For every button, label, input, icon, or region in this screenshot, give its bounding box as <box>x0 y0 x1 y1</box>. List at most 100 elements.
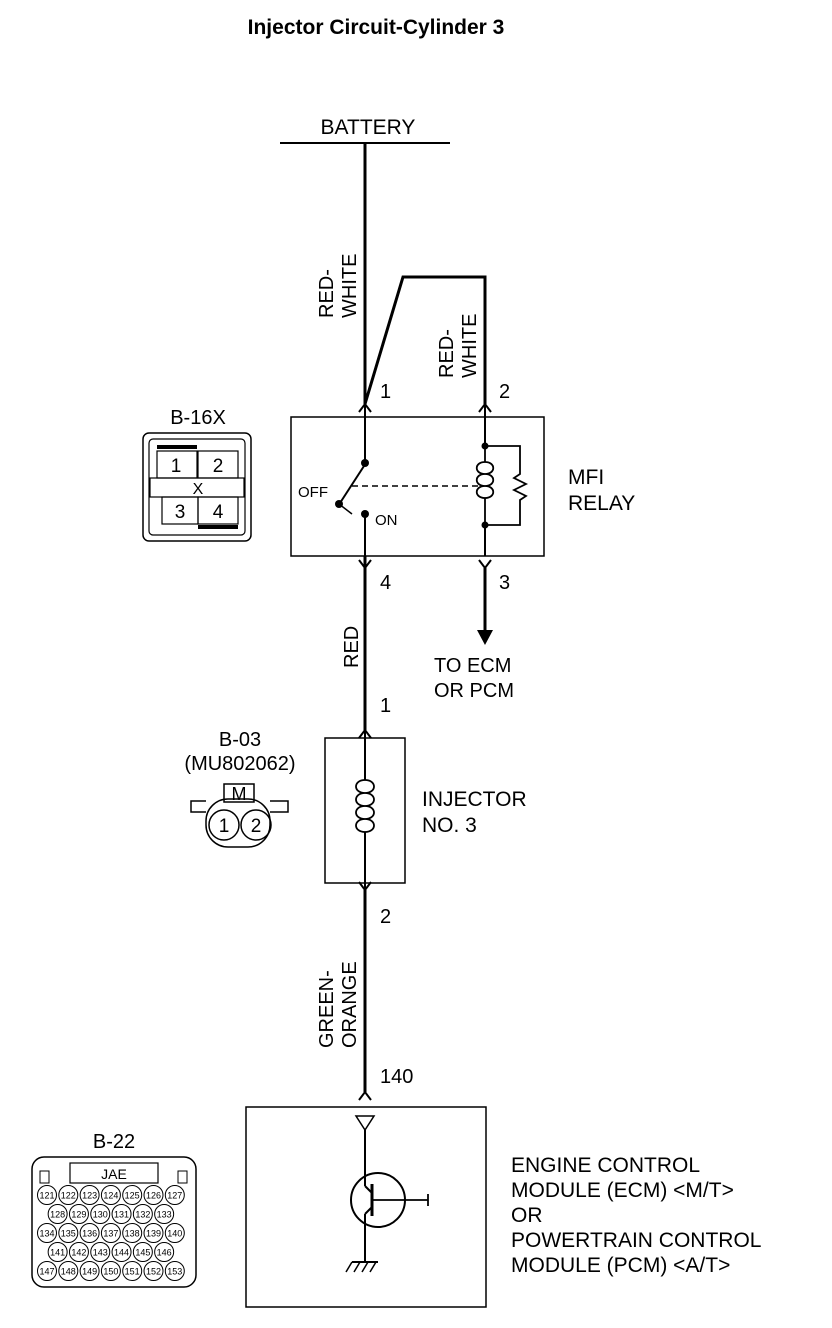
b22-pin-circle <box>47 1204 68 1224</box>
relay-resistor-icon <box>485 445 529 526</box>
diagram-title: Injector Circuit-Cylinder 3 <box>248 16 505 39</box>
b22-pin-circle <box>164 1261 185 1281</box>
b22-pin-label: 146 <box>157 1248 172 1258</box>
svg-text:ENGINE CONTROL: ENGINE CONTROL <box>511 1154 700 1177</box>
svg-text:RED-: RED- <box>436 329 458 378</box>
injector-coil-icon <box>355 779 375 833</box>
svg-text:ORANGE: ORANGE <box>339 961 361 1048</box>
b22-pin-label: 125 <box>125 1191 140 1201</box>
b22-pin-circle <box>122 1261 143 1281</box>
b22-pin-label: 128 <box>50 1210 65 1220</box>
connector-b16x: B-16X 1 2 3 4 X <box>142 407 252 542</box>
b22-pin-label: 137 <box>103 1229 118 1239</box>
b22-pin-circle <box>58 1223 79 1243</box>
to-ecm-arrow-icon <box>477 630 493 645</box>
b22-pin-label: 144 <box>114 1248 129 1258</box>
b22-pin-circle <box>154 1204 175 1224</box>
svg-text:1: 1 <box>171 456 182 477</box>
b22-pin-circle <box>79 1223 100 1243</box>
svg-text:WHITE: WHITE <box>459 314 481 378</box>
wire-label-green-orange: GREEN- ORANGE <box>316 961 361 1048</box>
svg-text:MODULE (ECM) <M/T>: MODULE (ECM) <M/T> <box>511 1179 734 1202</box>
b22-pin-label: 151 <box>125 1267 140 1277</box>
svg-text:JAE: JAE <box>101 1166 127 1182</box>
mfi-relay-box <box>290 416 545 557</box>
b22-pin-circle <box>143 1261 164 1281</box>
b22-pin-label: 129 <box>71 1210 86 1220</box>
svg-text:POWERTRAIN CONTROL: POWERTRAIN CONTROL <box>511 1229 761 1252</box>
relay-label-1: MFI <box>568 466 604 489</box>
svg-text:OR: OR <box>511 1204 543 1227</box>
svg-text:M: M <box>232 784 247 804</box>
ecm-pin-140: 140 <box>380 1066 413 1088</box>
transistor-emitter <box>364 1206 373 1215</box>
svg-text:4: 4 <box>213 502 224 523</box>
b22-pin-label: 143 <box>93 1248 108 1258</box>
ground-icon <box>345 1261 378 1273</box>
b22-pin-circle <box>164 1185 185 1205</box>
b22-pin-label: 123 <box>82 1191 97 1201</box>
wire-label-red: RED <box>341 626 363 668</box>
relay-label-2: RELAY <box>568 492 635 515</box>
b22-pin-circle <box>111 1242 132 1262</box>
b22-pin-circle <box>37 1261 57 1281</box>
b22-pin-label: 150 <box>103 1267 118 1277</box>
b22-pin-circle <box>164 1223 185 1243</box>
connector-b03-name: B-03 <box>219 729 261 751</box>
b22-pin-circle <box>68 1204 89 1224</box>
b22-pin-circle <box>90 1242 111 1262</box>
svg-text:X: X <box>193 481 204 498</box>
switch-contact-top <box>361 459 369 467</box>
relay-pin-2: 2 <box>499 381 510 403</box>
b22-pin-label: 152 <box>146 1267 161 1277</box>
svg-text:3: 3 <box>175 502 186 523</box>
b22-pin-label: 139 <box>146 1229 161 1239</box>
connector-b22-name: B-22 <box>93 1131 135 1153</box>
b22-pin-label: 127 <box>167 1191 182 1201</box>
b22-pin-label: 126 <box>146 1191 161 1201</box>
b22-pin-circle <box>58 1261 79 1281</box>
switch-arm <box>339 465 365 504</box>
connector-b16x-name: B-16X <box>170 407 226 429</box>
b22-pin-label: 149 <box>82 1267 97 1277</box>
b22-pin-label: 147 <box>39 1267 54 1277</box>
b22-pin-label: 132 <box>135 1210 150 1220</box>
to-ecm-label-2: OR PCM <box>434 680 514 702</box>
b22-pin-label: 122 <box>61 1191 76 1201</box>
b22-pin-circle <box>79 1261 100 1281</box>
b22-pin-label: 130 <box>93 1210 108 1220</box>
b22-pin-label: 153 <box>167 1267 182 1277</box>
svg-text:2: 2 <box>251 816 262 837</box>
b22-pin-circle <box>100 1223 121 1243</box>
relay-coil-icon <box>475 446 495 525</box>
svg-text:MODULE (PCM) <A/T>: MODULE (PCM) <A/T> <box>511 1254 730 1277</box>
battery-label: BATTERY <box>321 116 416 139</box>
injector-label-2: NO. 3 <box>422 814 477 837</box>
switch-off-lead <box>338 503 353 515</box>
b22-pin-circle <box>68 1242 89 1262</box>
ecm-input-triangle-icon <box>354 1115 376 1132</box>
b22-pin-circle <box>79 1185 100 1205</box>
b22-pin-label: 133 <box>157 1210 172 1220</box>
b22-pin-circle <box>143 1223 164 1243</box>
b22-pin-circle <box>143 1185 164 1205</box>
ecm-box <box>245 1106 487 1308</box>
switch-off-label: OFF <box>298 484 328 501</box>
b22-pin-circle <box>122 1185 143 1205</box>
transistor-collector <box>364 1185 373 1194</box>
b22-pin-circle <box>100 1185 121 1205</box>
b22-pin-label: 138 <box>125 1229 140 1239</box>
ecm-label: ENGINE CONTROL MODULE (ECM) <M/T> OR POW… <box>511 1154 761 1277</box>
b22-pin-circle <box>132 1204 153 1224</box>
injector-label-1: INJECTOR <box>422 788 527 811</box>
svg-text:GREEN-: GREEN- <box>316 970 338 1048</box>
injector-pin-2: 2 <box>380 906 391 928</box>
connector-b03-part: (MU802062) <box>184 753 295 775</box>
b22-pin-circle <box>111 1204 132 1224</box>
svg-text:1: 1 <box>219 816 230 837</box>
wire-label-red-white-1: RED- WHITE <box>316 254 361 318</box>
b22-pin-label: 135 <box>61 1229 76 1239</box>
b22-pin-circle <box>100 1261 121 1281</box>
